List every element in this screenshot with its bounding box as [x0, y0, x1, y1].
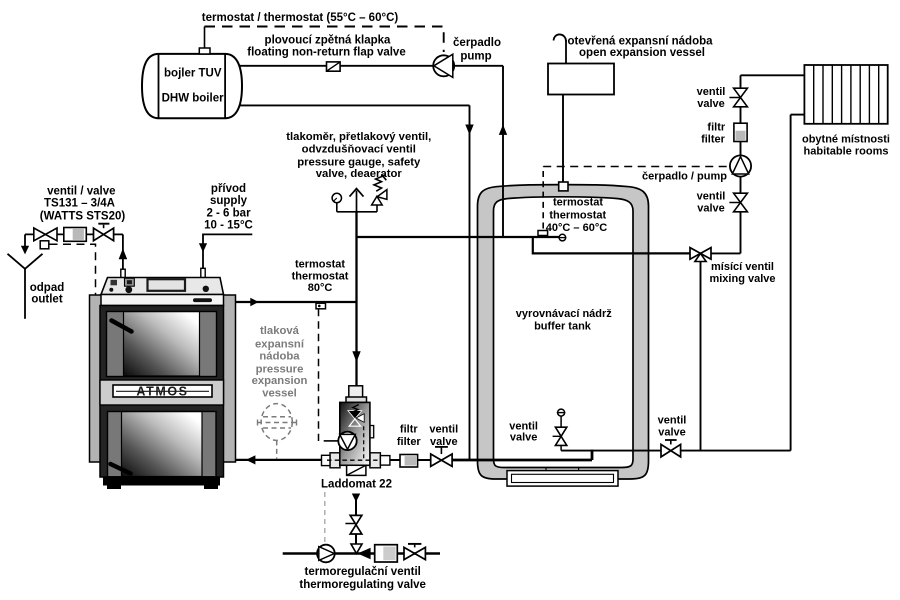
svg-text:čerpadlo / pump: čerpadlo / pump — [642, 170, 727, 182]
svg-text:thermostat: thermostat — [292, 271, 349, 283]
svg-text:habitable rooms: habitable rooms — [804, 145, 889, 157]
svg-text:valve: valve — [430, 436, 458, 448]
svg-text:outlet: outlet — [31, 293, 62, 305]
svg-text:supply: supply — [210, 195, 248, 207]
svg-text:valve: valve — [697, 98, 725, 110]
svg-text:floating non-return flap valve: floating non-return flap valve — [247, 46, 405, 58]
svg-text:valve: valve — [510, 432, 538, 444]
svg-text:termostat: termostat — [295, 259, 345, 271]
svg-text:obytné místnosti: obytné místnosti — [802, 133, 890, 145]
svg-text:přívod: přívod — [211, 183, 246, 195]
svg-text:ventil: ventil — [697, 191, 726, 203]
svg-text:odvzdušňovací ventil: odvzdušňovací ventil — [302, 143, 416, 155]
svg-text:ventil / valve: ventil / valve — [47, 185, 115, 197]
svg-text:mísící ventil: mísící ventil — [711, 261, 774, 273]
svg-text:bojler TUV: bojler TUV — [164, 68, 222, 80]
svg-text:pump: pump — [460, 50, 491, 62]
svg-text:valve: valve — [697, 203, 725, 215]
svg-text:plovoucí zpětná klapka: plovoucí zpětná klapka — [265, 34, 391, 46]
svg-text:mixing valve: mixing valve — [709, 273, 775, 285]
svg-text:2 - 6 bar: 2 - 6 bar — [206, 207, 251, 219]
svg-text:open expansion vessel: open expansion vessel — [579, 47, 705, 59]
svg-text:filtr: filtr — [400, 424, 418, 436]
svg-text:filter: filter — [701, 134, 726, 146]
svg-text:odpad: odpad — [30, 282, 65, 294]
svg-text:termostat / thermostat (55°C –: termostat / thermostat (55°C – 60°C) — [202, 12, 399, 24]
svg-text:10 - 15°C: 10 - 15°C — [204, 219, 253, 231]
svg-text:ventil: ventil — [509, 420, 538, 432]
svg-text:ventil: ventil — [697, 86, 726, 98]
svg-text:TS131 – 3/4A: TS131 – 3/4A — [44, 198, 115, 210]
svg-text:expansní: expansní — [255, 339, 305, 351]
svg-text:pressure: pressure — [256, 363, 304, 375]
svg-text:čerpadlo: čerpadlo — [453, 37, 501, 49]
svg-text:ventil: ventil — [429, 424, 458, 436]
svg-text:nádoba: nádoba — [259, 351, 300, 363]
svg-text:80°C: 80°C — [308, 282, 333, 294]
svg-text:tlakoměr, přetlakový ventil,: tlakoměr, přetlakový ventil, — [286, 131, 431, 143]
svg-text:ventil: ventil — [658, 415, 687, 427]
svg-text:expansion: expansion — [252, 375, 308, 387]
svg-text:thermostat: thermostat — [549, 209, 606, 221]
svg-text:termostat: termostat — [553, 196, 603, 208]
svg-text:valve, deaerator: valve, deaerator — [316, 168, 403, 180]
svg-text:thermoregulating valve: thermoregulating valve — [299, 579, 426, 591]
svg-text:Laddomat 22: Laddomat 22 — [321, 478, 392, 490]
svg-text:(WATTS STS20): (WATTS STS20) — [40, 211, 126, 223]
svg-text:40°C – 60°C: 40°C – 60°C — [546, 222, 607, 234]
svg-text:buffer tank: buffer tank — [534, 321, 592, 333]
svg-text:pressure gauge, safety: pressure gauge, safety — [297, 157, 421, 169]
svg-text:termoregulační ventil: termoregulační ventil — [305, 566, 421, 578]
svg-text:otevřená expansní nádoba: otevřená expansní nádoba — [567, 36, 713, 48]
svg-text:filter: filter — [397, 436, 422, 448]
svg-text:vyrovnávací nádrž: vyrovnávací nádrž — [516, 308, 612, 320]
svg-text:vessel: vessel — [262, 387, 297, 399]
svg-text:tlaková: tlaková — [260, 325, 300, 337]
svg-text:DHW boiler: DHW boiler — [162, 93, 224, 105]
svg-text:valve: valve — [658, 427, 686, 439]
svg-text:filtr: filtr — [707, 122, 725, 134]
